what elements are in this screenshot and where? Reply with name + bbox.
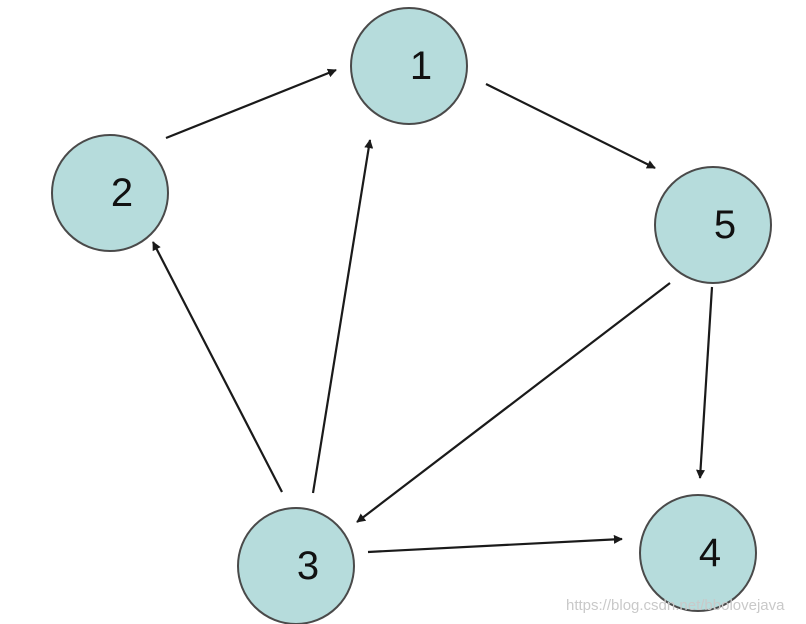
node-circle-1 bbox=[350, 7, 468, 125]
watermark-url: https://blog.csdn.net/bbolovejava bbox=[566, 597, 785, 614]
node-1: 1 bbox=[350, 7, 468, 125]
node-label-1: 1 bbox=[410, 44, 432, 88]
edge-3-to-1 bbox=[311, 139, 374, 494]
edge-1-to-5 bbox=[485, 83, 656, 169]
node-label-5: 5 bbox=[714, 203, 736, 247]
node-2: 2 bbox=[51, 134, 169, 252]
node-label-3: 3 bbox=[297, 544, 319, 588]
edge-5-to-3 bbox=[356, 282, 671, 523]
node-circle-3 bbox=[237, 507, 355, 624]
node-label-2: 2 bbox=[111, 171, 133, 215]
edge-3-to-4 bbox=[367, 534, 623, 554]
node-circle-4 bbox=[639, 494, 757, 612]
node-circle-5 bbox=[654, 166, 772, 284]
edges-layer bbox=[152, 68, 714, 554]
node-3: 3 bbox=[237, 507, 355, 624]
node-circle-2 bbox=[51, 134, 169, 252]
edge-5-to-4 bbox=[696, 286, 714, 479]
node-5: 5 bbox=[654, 166, 772, 284]
edge-2-to-1 bbox=[165, 68, 337, 140]
edge-3-to-2 bbox=[152, 241, 283, 493]
nodes-layer: 1 2 3 4 5 bbox=[51, 7, 772, 624]
node-4: 4 bbox=[639, 494, 757, 612]
node-label-4: 4 bbox=[699, 531, 721, 575]
